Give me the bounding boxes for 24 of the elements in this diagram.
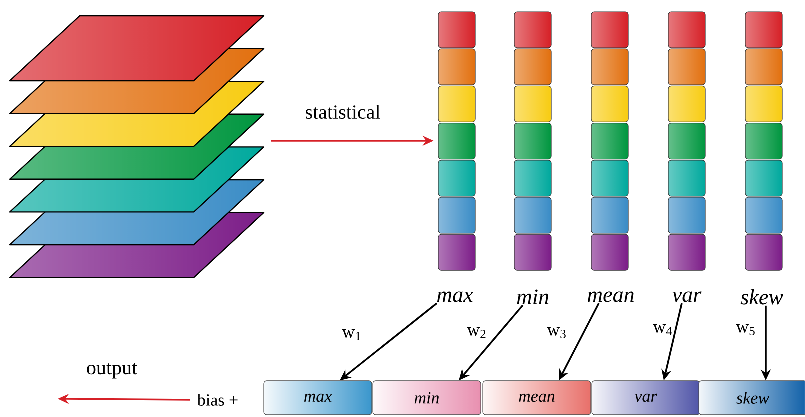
feature-column [591, 12, 629, 271]
layer-stack-drawing [9, 15, 265, 278]
bias-label: bias + [197, 394, 238, 406]
weight-box: mean [482, 380, 592, 416]
weight-box: max [264, 380, 372, 416]
feature-column [668, 12, 706, 271]
statistic-label: mean [588, 292, 634, 302]
statistic-label: min [517, 290, 549, 304]
edge-label: w$_{2}$ [467, 328, 486, 338]
weight-box: min [372, 380, 482, 416]
statistic-label: max [437, 292, 474, 302]
edge-label: w$_{1}$ [342, 330, 361, 340]
statistic-label: var [672, 292, 702, 302]
statistic-label: skew [740, 289, 784, 305]
feature-column [745, 12, 783, 271]
feature-column [438, 12, 476, 271]
edge-label: w$_{5}$ [736, 324, 755, 336]
edge-label: w$_{4}$ [653, 324, 672, 336]
edge-label: output [87, 363, 138, 379]
edge-label: statistical [306, 104, 380, 120]
feature-column [514, 12, 552, 271]
edge-label: w$_{3}$ [547, 328, 566, 338]
weight-box: var [592, 380, 700, 416]
weight-box: skew [698, 380, 805, 416]
